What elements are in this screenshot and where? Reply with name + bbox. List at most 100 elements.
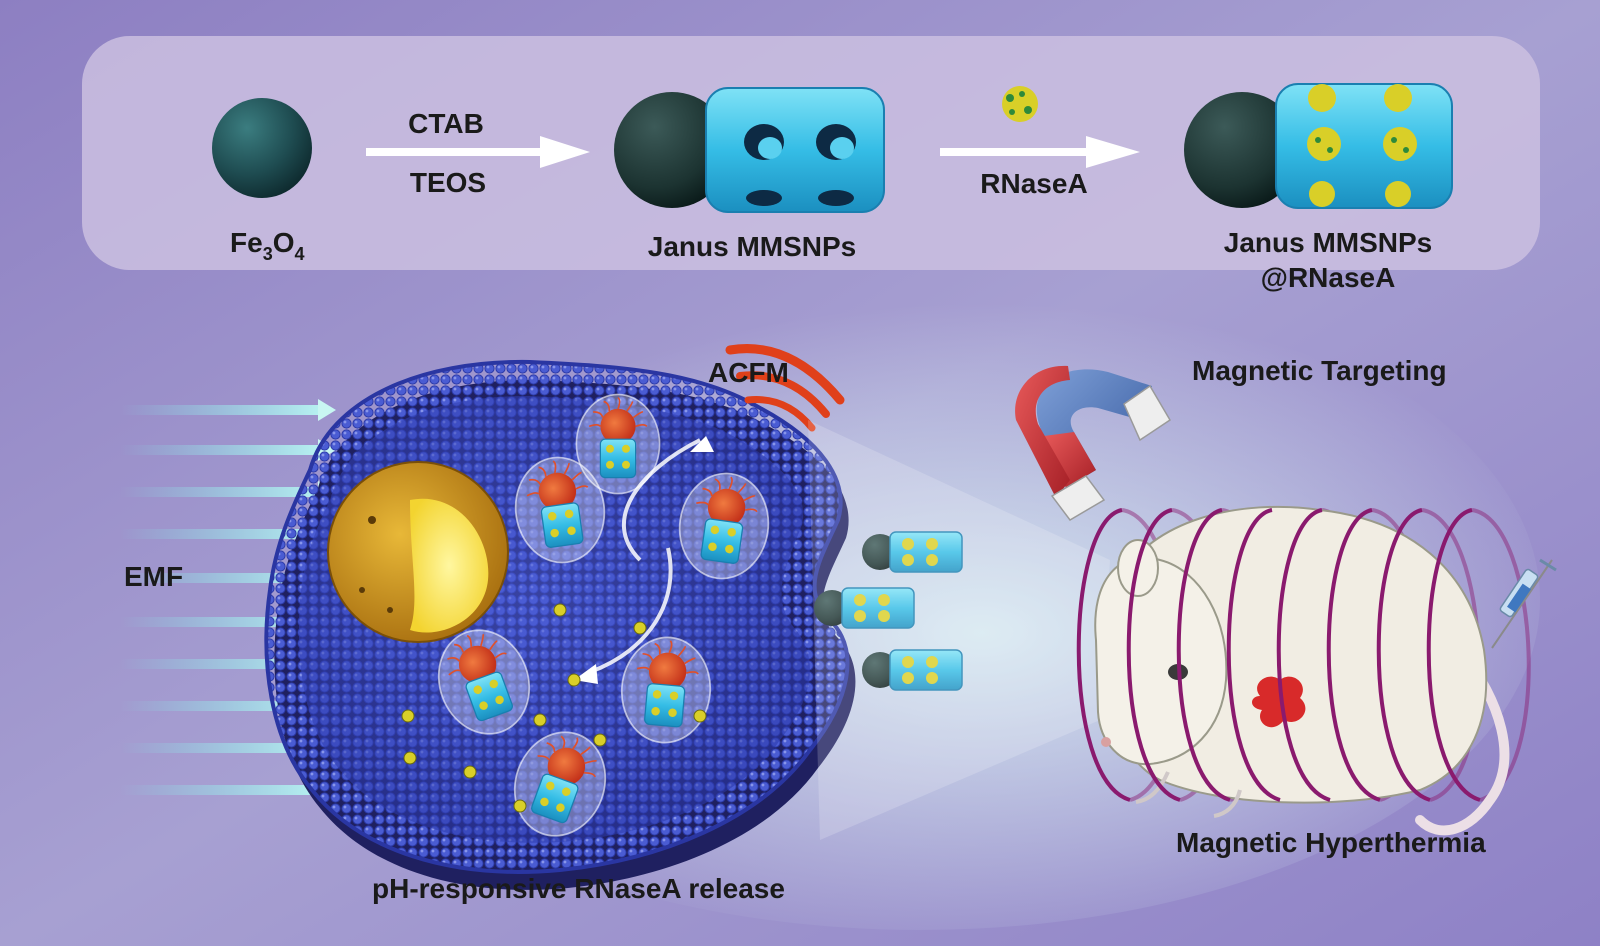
- particle-enzyme: [622, 444, 630, 453]
- mouse-illustration: [1076, 505, 1557, 836]
- particle-enzyme: [550, 528, 559, 538]
- surface-ligand: [737, 483, 747, 494]
- free-enzyme: [633, 621, 647, 635]
- coil-front: [1326, 508, 1381, 802]
- particle-enzyme: [668, 708, 677, 718]
- internalized-particle: [513, 731, 607, 837]
- emf-ray: [120, 659, 320, 669]
- targeting-label: Magnetic Targeting: [1192, 355, 1447, 386]
- transport-arrow: [621, 438, 701, 562]
- small-enzyme: [854, 610, 866, 622]
- particle-core: [600, 408, 636, 444]
- pore-highlight: [830, 137, 854, 159]
- particle-enzyme: [479, 701, 488, 710]
- particle-core: [538, 472, 577, 511]
- fe3o4-label: Fe3O4: [230, 227, 305, 264]
- surface-ligand: [494, 652, 507, 659]
- release-label: pH-responsive RNaseA release: [372, 873, 785, 904]
- janus-label: Janus MMSNPs: [648, 231, 857, 262]
- synthesis-arrow-2: [940, 136, 1140, 168]
- particle-enzyme: [561, 787, 571, 796]
- free-enzyme: [593, 733, 607, 747]
- emf-ray: [120, 529, 320, 539]
- surface-ligand: [684, 657, 696, 665]
- particle-enzyme: [556, 803, 565, 812]
- surface-ligand: [635, 424, 648, 428]
- surface-ligand: [580, 746, 591, 756]
- entering-particle: [862, 649, 963, 691]
- surface-ligand: [583, 771, 596, 778]
- fe3o4-nanoparticle: [212, 98, 312, 198]
- surface-ligand: [702, 487, 713, 497]
- rnasea-enzyme-icon: [1002, 86, 1038, 122]
- particle-enzyme: [652, 690, 662, 699]
- particle-enzyme: [622, 460, 630, 469]
- coil-front: [1426, 508, 1481, 802]
- particle-enzyme: [606, 444, 614, 453]
- surface-ligand: [668, 640, 673, 654]
- teos-label: TEOS: [410, 167, 486, 198]
- internalized-particle: [514, 456, 606, 564]
- small-enzyme: [854, 594, 866, 606]
- surface-ligand: [546, 742, 556, 753]
- emf-ray-head: [318, 399, 336, 421]
- particle-silica: [465, 671, 513, 722]
- particle-core: [458, 645, 497, 684]
- janus-mmsnp-particle: [614, 87, 885, 213]
- entering-particle: [862, 531, 963, 573]
- particle-enzyme: [540, 797, 549, 807]
- free-enzyme: [693, 709, 707, 723]
- surface-ligand: [448, 669, 461, 676]
- syringe-icon: [1491, 558, 1557, 649]
- coil-front: [1276, 508, 1331, 802]
- mouse-nose: [1101, 737, 1111, 747]
- small-core: [862, 652, 898, 688]
- particle-silica: [644, 683, 686, 728]
- free-enzyme: [567, 673, 581, 687]
- emf-ray: [120, 487, 320, 497]
- free-enzyme: [533, 713, 547, 727]
- particle-silica: [540, 502, 584, 548]
- particle-enzyme: [651, 707, 660, 716]
- arrow-head: [690, 436, 714, 452]
- surface-ligand: [617, 396, 621, 410]
- pore: [746, 190, 782, 206]
- small-enzyme: [926, 538, 938, 550]
- particle-core: [547, 747, 586, 786]
- free-enzyme: [513, 799, 527, 813]
- surface-ligand: [686, 671, 699, 675]
- small-enzyme: [878, 594, 890, 606]
- surface-ligand: [636, 666, 650, 671]
- transport-arrow: [589, 547, 673, 674]
- acfm-label: ACFM: [708, 357, 789, 388]
- surface-ligand: [528, 478, 541, 485]
- coil-front: [1226, 508, 1281, 802]
- rnasea-label: RNaseA: [980, 168, 1087, 199]
- surface-ligand: [560, 735, 566, 749]
- cancer-cell: [264, 359, 856, 890]
- internalized-particle: [575, 393, 661, 495]
- coil-front: [1076, 508, 1131, 802]
- pore: [818, 190, 854, 206]
- surface-ligand: [744, 508, 758, 513]
- surface-ligand: [593, 411, 604, 418]
- acfm-field-icon: [725, 344, 845, 432]
- particle-enzyme: [473, 685, 483, 694]
- loaded-enzyme: [1383, 127, 1417, 161]
- loaded-janus-particle: [1184, 83, 1453, 209]
- nucleolus: [410, 498, 489, 633]
- surface-ligand: [563, 462, 570, 475]
- surface-ligand: [728, 476, 733, 490]
- surface-ligand: [571, 471, 582, 481]
- internalized-particle: [620, 636, 712, 744]
- emf-ray: [120, 445, 320, 455]
- surface-ligand: [575, 485, 589, 490]
- entering-particle: [814, 587, 915, 629]
- surface-ligand: [526, 492, 540, 497]
- synthesis-arrow-1: [366, 136, 590, 168]
- zoom-projection: [808, 420, 1110, 840]
- particle-silica: [700, 518, 744, 564]
- surface-ligand: [488, 640, 498, 651]
- particle-enzyme: [669, 691, 679, 701]
- coil-front: [1126, 508, 1181, 802]
